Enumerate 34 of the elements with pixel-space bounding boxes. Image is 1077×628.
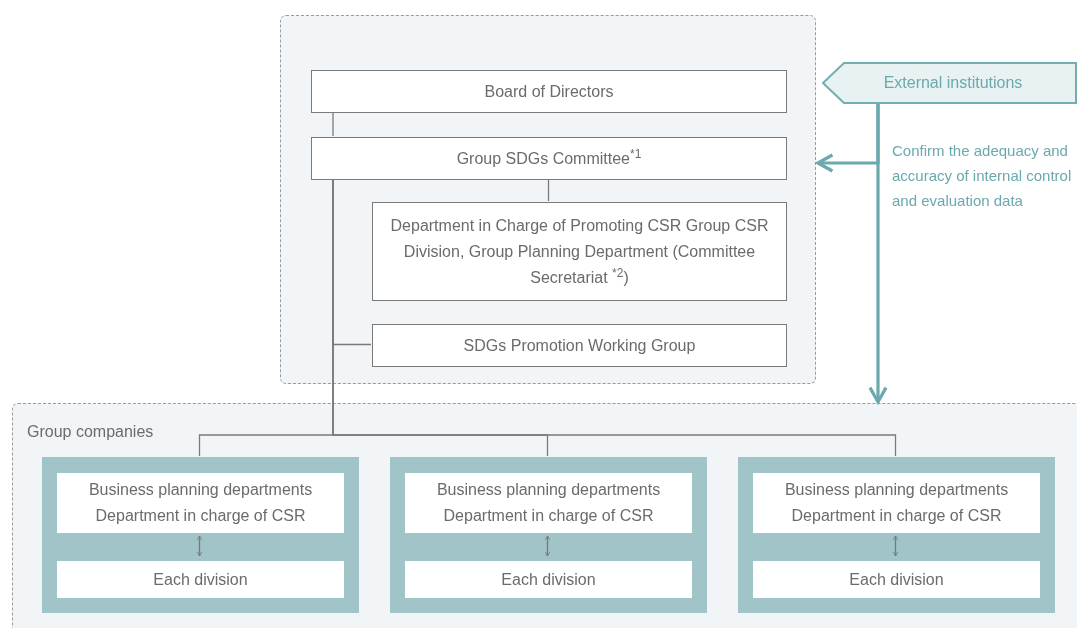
org-box [372, 202, 787, 301]
org-box [311, 137, 787, 180]
node-label: Each division [153, 569, 248, 590]
node-label: Business planning departments Department in charge of CSR [435, 480, 662, 526]
node-label: Department in Charge of Promoting CSR Group CSR Division, Group Planning Department (Committee Secretariat $^{*2}$) [389, 215, 770, 288]
org-box [753, 473, 1040, 533]
double-arrow [544, 535, 551, 557]
org-box [753, 561, 1040, 598]
double-arrow [892, 535, 899, 557]
org-box [405, 473, 692, 533]
org-box [311, 70, 787, 113]
node-label: SDGs Promotion Working Group [463, 335, 696, 356]
company-panel [738, 457, 1055, 613]
group-frame [280, 15, 816, 384]
double-arrow [196, 535, 203, 557]
group-title: Group companies [27, 422, 154, 442]
node-label: Business planning departments Department in charge of CSR [87, 480, 314, 526]
node-label: External institutions [883, 73, 1023, 93]
arrow [868, 104, 888, 404]
company-panel [390, 457, 707, 613]
org-box [57, 473, 344, 533]
node-label: Each division [849, 569, 944, 590]
connector-line [332, 111, 334, 137]
org-box [405, 561, 692, 598]
org-box [372, 324, 787, 367]
node-label: Business planning departments Department in charge of CSR [783, 480, 1010, 526]
org-box [57, 561, 344, 598]
connector-line [547, 178, 550, 202]
hexagon-box [822, 62, 1077, 104]
company-panel [42, 457, 359, 613]
node-label: Group SDGs Committee$^{*1}$ [456, 145, 642, 169]
node-label: Board of Directors [484, 81, 614, 102]
node-label: Each division [501, 569, 596, 590]
group-frame [12, 403, 1077, 628]
